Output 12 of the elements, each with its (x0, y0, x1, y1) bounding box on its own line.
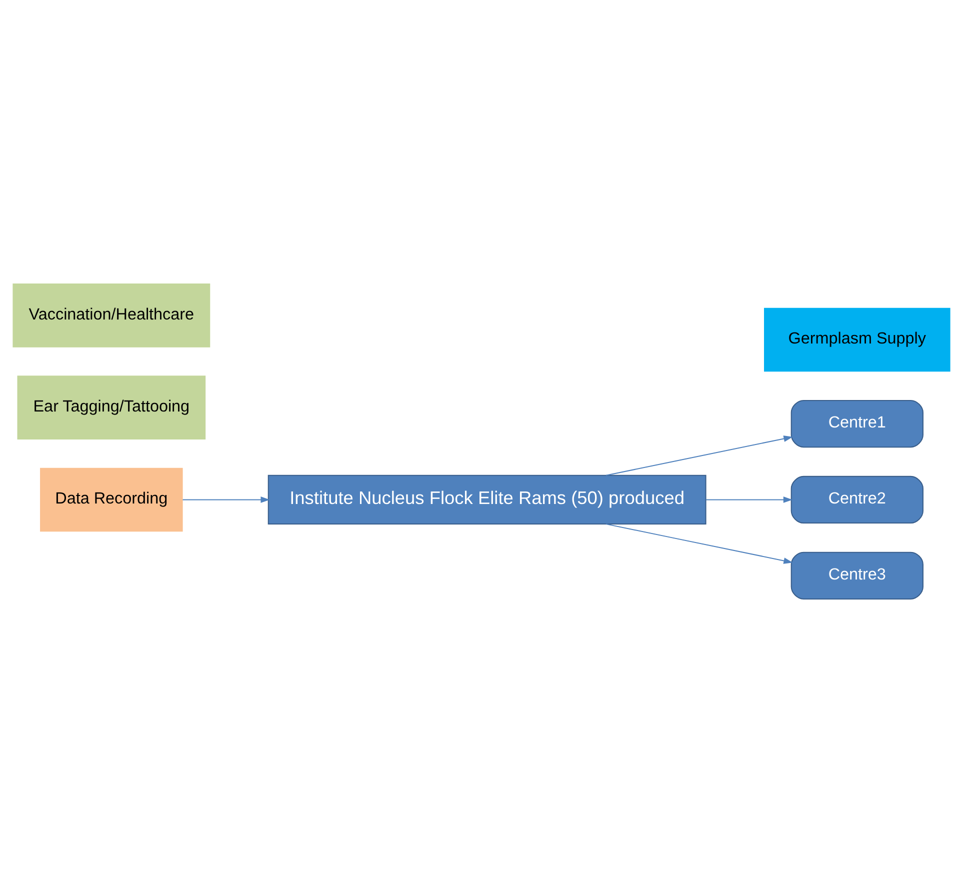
node-box: Centre2 (790, 475, 923, 524)
arrow (705, 496, 792, 502)
arrow (605, 435, 792, 476)
node-box: Institute Nucleus Flock Elite Rams (50) produced (267, 474, 706, 524)
node-box: Centre1 (790, 399, 923, 448)
node-box: Ear Tagging/Tattooing (16, 375, 206, 439)
node-box: Germplasm Supply (764, 307, 950, 372)
node-box: Centre3 (790, 551, 923, 599)
arrow (605, 523, 792, 564)
node-box: Data Recording (40, 467, 182, 532)
arrow (182, 496, 270, 502)
node-box: Vaccination/Healthcare (12, 283, 210, 347)
